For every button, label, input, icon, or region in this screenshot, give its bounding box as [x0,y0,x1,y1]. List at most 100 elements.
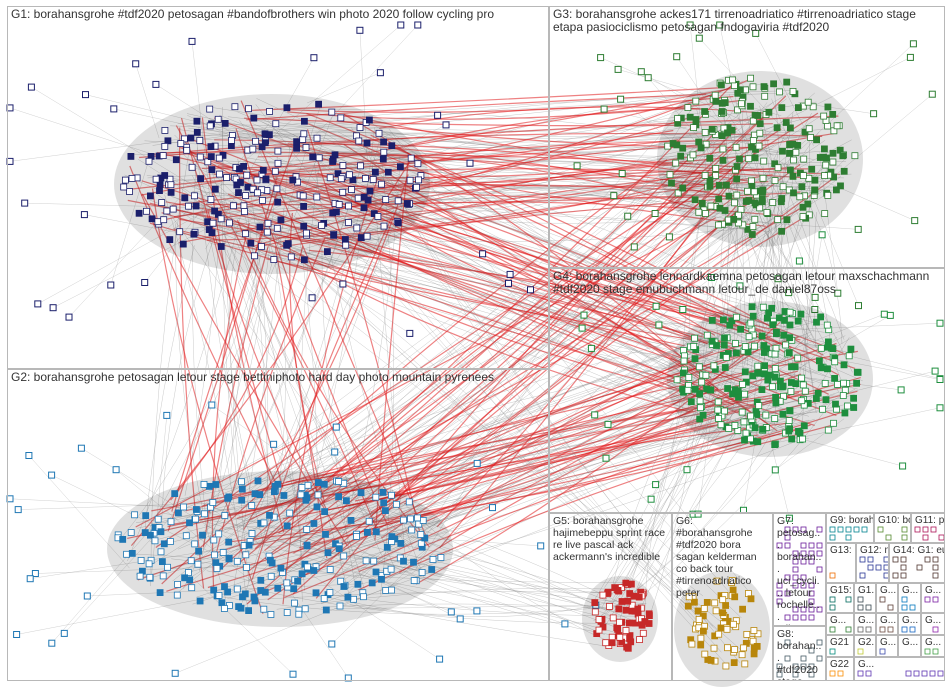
node [197,175,205,183]
node-outlier [855,302,862,310]
node [779,183,787,191]
edge [591,348,679,357]
node [611,584,619,591]
edge [239,140,712,501]
node [786,425,793,433]
edge [390,179,709,633]
node [774,164,782,172]
node [342,497,350,505]
node [771,177,779,185]
node [300,130,308,138]
node [922,534,929,541]
node-outlier [591,411,599,419]
node [669,140,677,147]
node [777,377,784,385]
edge [611,336,838,601]
node [254,189,261,197]
edge [209,506,565,625]
node [293,144,301,152]
node [128,550,136,557]
node [769,321,777,329]
node [247,239,255,247]
edge [711,90,845,340]
node [710,644,718,652]
edge [179,324,733,500]
node-outlier [332,423,340,431]
node [187,134,195,142]
node [732,143,740,151]
node [207,153,215,161]
node [300,222,308,230]
edge-red [382,233,856,369]
node [760,370,768,378]
edge [594,414,809,439]
edge-red [135,217,717,528]
node [221,512,229,519]
edge [191,41,211,203]
node [901,604,908,611]
node [408,526,416,534]
node [277,216,285,224]
node [437,554,445,561]
edge [196,334,804,557]
edge [296,198,406,502]
group-label-g7: G7: petosag... borahan... uci_cycli... l… [777,515,822,625]
edge-red [264,116,764,552]
node-outlier [936,319,944,327]
node [747,102,754,110]
node [830,419,837,427]
node [410,577,418,584]
node-outlier [49,304,57,312]
node-outlier [328,640,336,648]
group-label-g4: G4: borahansgrohe lennardkaemna petosaga… [553,269,933,296]
node [861,526,868,533]
node-outlier [14,506,22,514]
node [808,558,815,565]
node [901,596,908,603]
node [825,338,832,346]
node [382,196,390,204]
edge [252,123,863,382]
edge [728,94,817,414]
node [219,549,227,556]
node [700,605,708,612]
node [845,526,852,533]
node [372,528,380,536]
node [331,151,339,159]
node [128,174,136,182]
node-outlier [26,575,34,583]
node [698,199,706,207]
node [769,383,776,391]
node [666,171,674,179]
node [190,192,198,200]
node-outlier [771,466,779,474]
node [241,230,249,238]
node-outlier [132,60,140,68]
edge [634,185,807,248]
node [248,530,256,537]
edge [120,254,262,540]
node-outlier [107,281,115,289]
node [885,534,892,541]
node [274,584,282,592]
node [790,189,797,197]
edge [151,415,167,576]
node [262,175,270,183]
node [792,663,799,670]
node [245,105,252,113]
node-outlier [21,199,29,207]
node-outlier [652,481,660,489]
node [337,175,345,183]
edge [208,180,830,200]
node [808,663,815,670]
edge [274,234,396,570]
node [829,596,836,603]
nodes-group [6,21,945,687]
edge-red [129,165,278,486]
node [283,609,291,616]
node [821,210,829,218]
edge [256,123,732,501]
node [228,136,235,144]
node-outlier [665,233,673,241]
node [171,490,179,498]
